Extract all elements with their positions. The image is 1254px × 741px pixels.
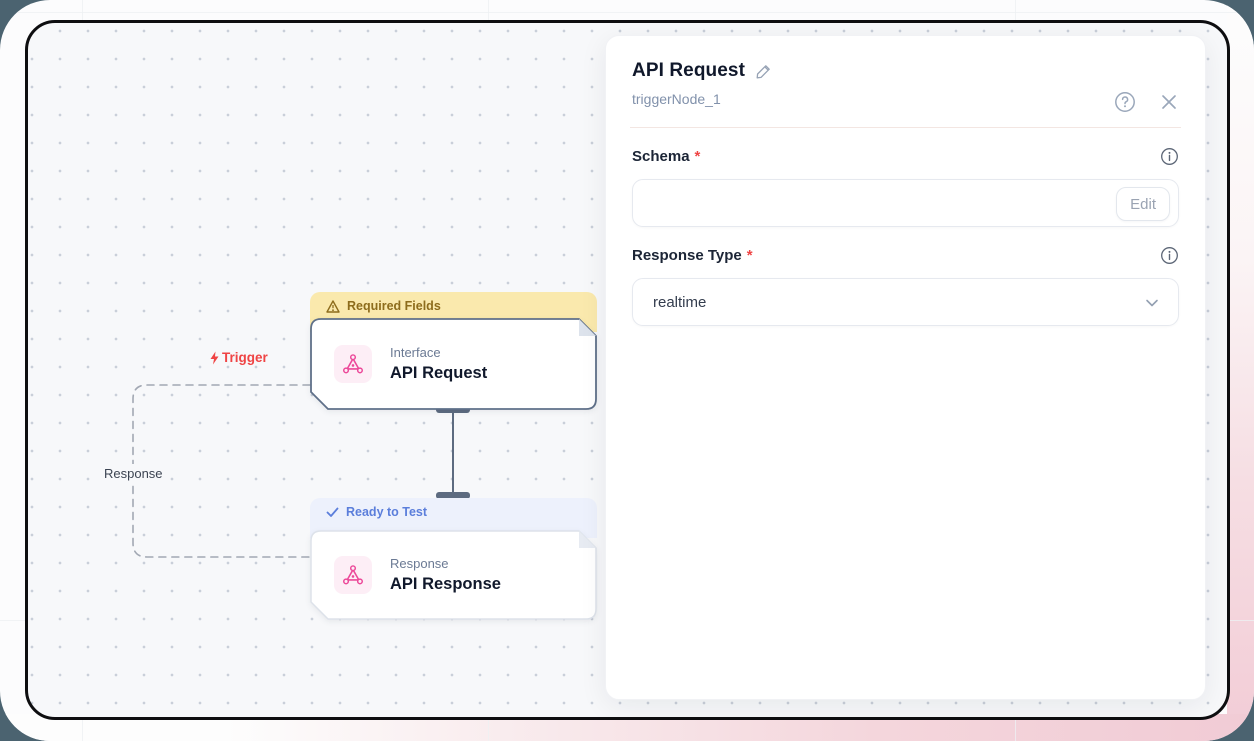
- response-type-label: Response Type: [632, 247, 742, 264]
- node-type-label: Interface: [390, 345, 441, 360]
- node-id-label: triggerNode_1: [632, 91, 721, 107]
- pink-right-strip: [1227, 0, 1254, 741]
- edge-label-trigger: Trigger: [208, 350, 268, 365]
- lightning-icon: [208, 351, 221, 365]
- edge-label-response: Response: [100, 464, 167, 483]
- node-api-request[interactable]: Interface API Request: [310, 318, 597, 410]
- node-type-label: Response: [390, 556, 449, 571]
- required-marker: *: [746, 247, 753, 264]
- flow-canvas[interactable]: Response Trigger Required Fields: [25, 20, 1230, 720]
- background-gridline: [0, 12, 1254, 13]
- schema-label: Schema: [632, 148, 690, 165]
- response-type-select[interactable]: realtime: [632, 278, 1179, 326]
- response-type-value: realtime: [653, 293, 707, 311]
- pencil-icon[interactable]: [755, 63, 772, 80]
- panel-title: API Request: [632, 60, 746, 81]
- response-node-icon: [334, 556, 372, 594]
- help-icon[interactable]: [1113, 90, 1137, 114]
- check-icon: [326, 507, 339, 518]
- close-icon[interactable]: [1159, 92, 1179, 112]
- connection-edge-response[interactable]: [28, 23, 628, 717]
- node-title: API Request: [390, 364, 488, 382]
- warning-triangle-icon: [326, 299, 340, 313]
- config-panel: API Request triggerNode_1 Schema *: [605, 35, 1206, 700]
- node-input-handle[interactable]: [436, 492, 470, 499]
- node-title: API Response: [390, 575, 501, 593]
- interface-node-icon: [334, 345, 372, 383]
- required-marker: *: [694, 148, 701, 165]
- node-api-response[interactable]: Response API Response: [310, 530, 597, 620]
- connector-line: [452, 411, 454, 499]
- schema-field[interactable]: Edit: [632, 179, 1179, 227]
- info-icon[interactable]: [1160, 147, 1179, 166]
- schema-edit-button[interactable]: Edit: [1116, 187, 1170, 221]
- info-icon[interactable]: [1160, 246, 1179, 265]
- panel-divider: [630, 127, 1181, 128]
- chevron-down-icon: [1144, 296, 1160, 315]
